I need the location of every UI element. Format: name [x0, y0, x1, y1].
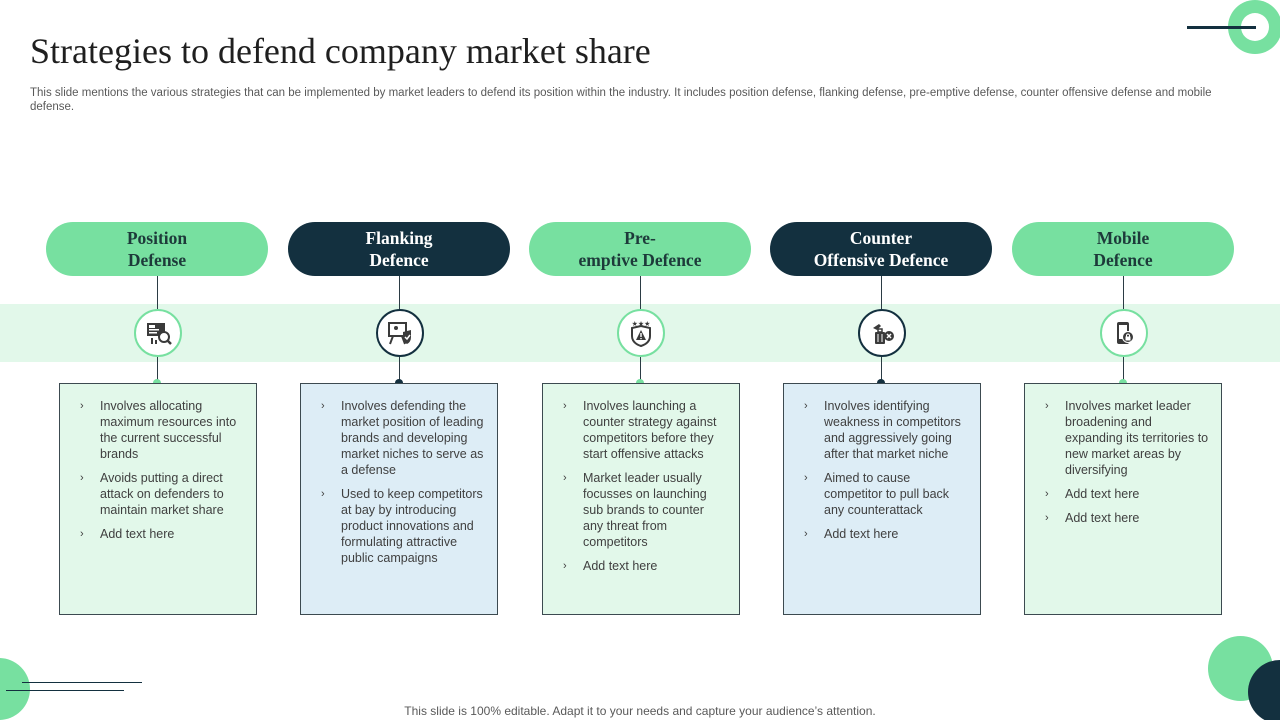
connector-line	[157, 276, 158, 309]
strategy-icon-badge	[376, 309, 424, 357]
chevron-right-icon: ›	[563, 560, 567, 572]
connector-line	[1123, 357, 1124, 383]
bullet-item: ›Market leader usually focusses on launc…	[563, 471, 707, 549]
bullet-item: ›Involves identifying weakness in compet…	[804, 399, 961, 461]
connector-line	[881, 276, 882, 309]
chevron-right-icon: ›	[563, 472, 567, 484]
corner-line-decoration	[6, 690, 124, 691]
connector-line	[640, 276, 641, 309]
strategy-description-box: ›Involves market leader broadening and e…	[1024, 383, 1222, 615]
bullet-item: ›Aimed to cause competitor to pull back …	[804, 471, 950, 517]
bullet-item: ›Avoids putting a direct attack on defen…	[80, 471, 224, 517]
luggage-blocked-icon	[873, 324, 894, 344]
bullet-item: ›Add text here	[563, 559, 658, 573]
chevron-right-icon: ›	[80, 400, 84, 412]
heading-line-1: Flanking	[365, 228, 433, 248]
shield-warning-icon: ★★★	[631, 320, 651, 348]
footer-note: This slide is 100% editable. Adapt it to…	[404, 704, 876, 718]
slide-title: Strategies to defend company market shar…	[30, 31, 651, 71]
chevron-right-icon: ›	[80, 472, 84, 484]
chevron-right-icon: ›	[321, 488, 325, 500]
heading-line-1: Position	[126, 228, 188, 248]
bullet-item: ›Add text here	[804, 527, 899, 541]
slide-subtitle: This slide mentions the various strategi…	[30, 87, 1212, 113]
heading-line-2: Offensive Defence	[813, 250, 949, 270]
board-shield-icon	[388, 322, 411, 345]
connector-line	[399, 357, 400, 383]
connector-line	[640, 357, 641, 383]
connector-line	[1123, 276, 1124, 309]
connector-line	[399, 276, 400, 309]
strategy-description-box: ›Involves defending the market position …	[300, 383, 498, 615]
chevron-right-icon: ›	[1045, 400, 1049, 412]
strategy-description-box: ›Involves allocating maximum resources i…	[59, 383, 257, 615]
heading-line-2: Defence	[1093, 250, 1153, 270]
strategy-icon-badge	[134, 309, 182, 357]
bullet-item: ›Add text here	[1045, 487, 1140, 501]
strategy-description-box: ›Involves identifying weakness in compet…	[783, 383, 981, 615]
bullet-item: ›Involves defending the market position …	[321, 399, 484, 477]
bullet-item: ›Add text here	[80, 527, 175, 541]
heading-line-1: Mobile	[1096, 228, 1150, 248]
heading-line-2: emptive Defence	[578, 250, 702, 270]
bullet-item: ›Involves launching a counter strategy a…	[563, 399, 717, 461]
strategy-icon-badge	[858, 309, 906, 357]
connector-line	[881, 357, 882, 383]
connector-line	[157, 357, 158, 383]
strategy-description-box: ›Involves launching a counter strategy a…	[542, 383, 740, 615]
heading-line-1: Counter	[849, 228, 913, 248]
corner-line-decoration	[1187, 26, 1256, 29]
heading-line-2: Defence	[369, 250, 429, 270]
corner-line-decoration	[22, 682, 142, 683]
chevron-right-icon: ›	[804, 528, 808, 540]
mobile-lock-icon	[1117, 322, 1134, 344]
strategy-heading-pill: Pre-emptive Defence	[529, 222, 751, 276]
heading-line-2: Defense	[127, 250, 187, 270]
chevron-right-icon: ›	[80, 528, 84, 540]
bullet-item: ›Add text here	[1045, 511, 1140, 525]
chevron-right-icon: ›	[804, 472, 808, 484]
svg-text:★★★: ★★★	[632, 320, 651, 328]
bullet-item: ›Involves allocating maximum resources i…	[80, 399, 237, 461]
strategy-icon-badge	[1100, 309, 1148, 357]
chevron-right-icon: ›	[804, 400, 808, 412]
chevron-right-icon: ›	[321, 400, 325, 412]
chevron-right-icon: ›	[1045, 488, 1049, 500]
chevron-right-icon: ›	[1045, 512, 1049, 524]
chevron-right-icon: ›	[563, 400, 567, 412]
heading-line-1: Pre-	[624, 228, 656, 248]
strategy-icon-badge: ★★★	[617, 309, 665, 357]
bullet-item: ›Involves market leader broadening and e…	[1045, 399, 1209, 477]
bullet-item: ›Used to keep competitors at bay by intr…	[321, 487, 483, 565]
presentation-chart-icon	[147, 323, 172, 345]
